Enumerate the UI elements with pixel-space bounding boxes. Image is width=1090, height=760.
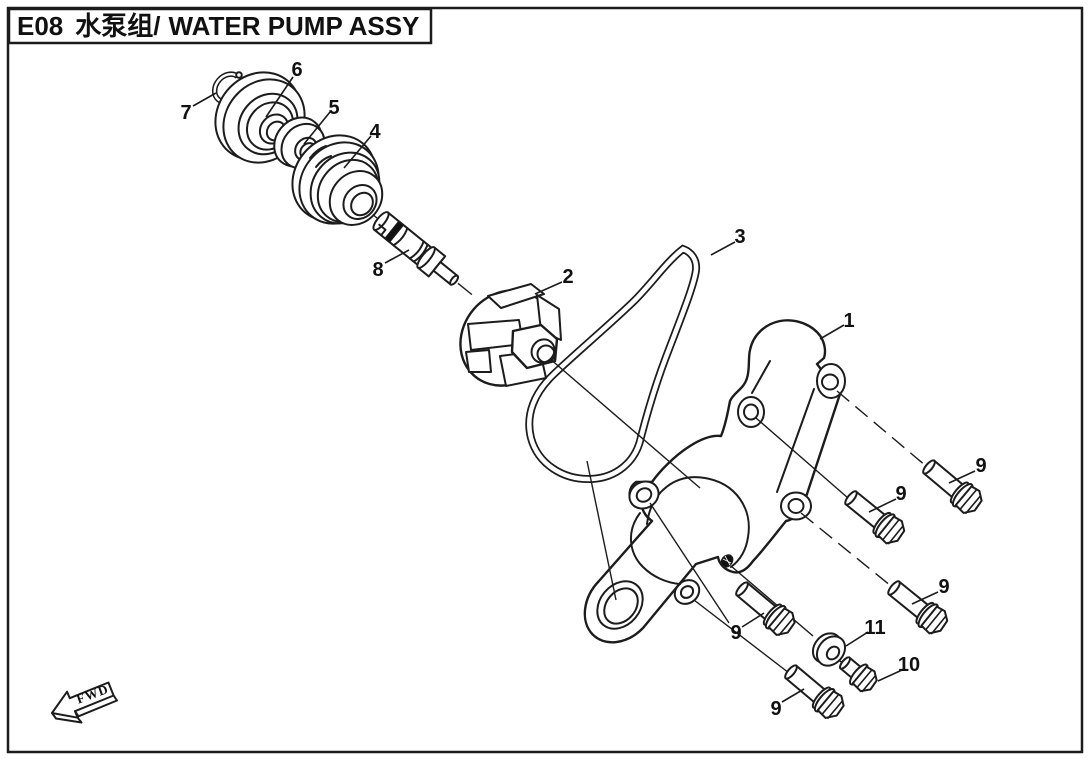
fwd-marker: FWD [51, 681, 118, 724]
fwd-arrow [51, 681, 115, 719]
part-gasket [525, 244, 701, 484]
circlip-ear-hole-top [235, 71, 243, 79]
callout-labels: 7 6 5 4 8 2 3 1 9 9 9 9 9 11 10 [180, 59, 986, 720]
callout-7: 7 [180, 102, 191, 124]
cover-boss-mid-hole [743, 403, 759, 421]
callout-11: 11 [864, 617, 885, 639]
axis-impeller-cover [548, 357, 701, 489]
callout-6: 6 [291, 59, 302, 81]
washer-front [815, 635, 847, 667]
cover-boss-bottom-hole [679, 585, 695, 599]
bolt-9-bottom [778, 658, 850, 725]
mech-seal-bore-inner [350, 191, 374, 217]
cover-boss-left [628, 480, 660, 510]
callout-9c: 9 [938, 576, 949, 598]
leader-9c [911, 591, 939, 605]
axis-bolt4 [649, 502, 730, 624]
part-impeller [459, 283, 562, 387]
cover-dome-ridge [751, 360, 771, 394]
callout-3: 3 [734, 226, 745, 248]
axis-outlet [586, 460, 617, 601]
title-code: E08 [17, 11, 63, 41]
axis-bolt2 [755, 417, 849, 499]
title-name-en: WATER PUMP ASSY [169, 11, 420, 41]
cover-boss-left-hole [635, 487, 653, 503]
leader-lines [192, 76, 976, 703]
cover-boss-top [816, 363, 846, 399]
fwd-arrow-extrusion [51, 694, 118, 724]
leader-7 [192, 92, 217, 107]
callout-9d: 9 [730, 622, 741, 644]
title-block: E08 水泵组/ WATER PUMP ASSY [7, 7, 433, 45]
shaft-end-cap [372, 211, 390, 231]
washer-hole [825, 645, 841, 661]
leader-8 [384, 249, 410, 264]
shaft-collar-cap [416, 246, 436, 269]
leader-5 [303, 111, 331, 145]
leader-3 [710, 241, 736, 256]
callout-1: 1 [843, 310, 854, 332]
callout-9e: 9 [770, 698, 781, 720]
callout-2: 2 [562, 266, 573, 288]
impeller-blade-lower-left [465, 349, 492, 373]
part-shaft [372, 211, 473, 296]
cover-boss-right-hole [787, 498, 805, 514]
leader-1 [819, 324, 845, 340]
title-separator: / [153, 11, 160, 41]
title-name-zh: 水泵组 [75, 11, 153, 41]
impeller-shaft-bore [536, 344, 556, 364]
shaft-groove [384, 220, 405, 243]
callout-10: 10 [898, 654, 920, 676]
callout-9b: 9 [895, 483, 906, 505]
shaft-groove-line [392, 227, 409, 247]
leader-9d [741, 612, 765, 628]
gasket-outline-outer [525, 244, 701, 484]
cover-boss-mid [737, 396, 765, 428]
mech-seal-bore [342, 183, 378, 221]
page-border [6, 6, 1084, 754]
axis-bolt3 [800, 512, 892, 587]
cover-boss-top-hole [821, 373, 839, 391]
shaft-keyway-notch [378, 223, 387, 237]
shaft-tip [449, 274, 460, 286]
part-mechanical-seal [291, 134, 384, 226]
part-cover [583, 319, 846, 644]
mech-seal-spring-coils [309, 145, 332, 168]
leader-11 [845, 631, 869, 647]
axis-bolt1 [836, 390, 927, 467]
axis-bolt5 [693, 599, 790, 674]
page-title: E08 水泵组/ WATER PUMP ASSY [17, 11, 419, 41]
alignment-lines [365, 208, 927, 674]
callout-4: 4 [369, 121, 381, 143]
callout-5: 5 [328, 97, 339, 119]
cover-pipe-lip [629, 512, 681, 585]
cover-boss-right [780, 491, 812, 521]
part-washer [811, 632, 847, 667]
title-box [7, 7, 433, 45]
gasket-outline-inner [527, 246, 699, 482]
cover-chamber-dome [646, 476, 750, 568]
leader-9e [781, 688, 805, 703]
callout-8: 8 [372, 259, 383, 281]
leader-9b [868, 498, 897, 513]
impeller-blade-top [487, 283, 545, 309]
cover-strap-edge [776, 388, 815, 493]
leader-9a [948, 470, 976, 484]
leader-4 [343, 135, 372, 169]
leader-10 [877, 669, 903, 682]
leader-6 [265, 76, 294, 118]
cover-drain-hatch [722, 555, 732, 566]
cover-outlet-bore [603, 587, 639, 625]
axis-shaft-impeller [457, 282, 473, 296]
callout-9a: 9 [975, 455, 986, 477]
leader-2 [534, 281, 563, 295]
